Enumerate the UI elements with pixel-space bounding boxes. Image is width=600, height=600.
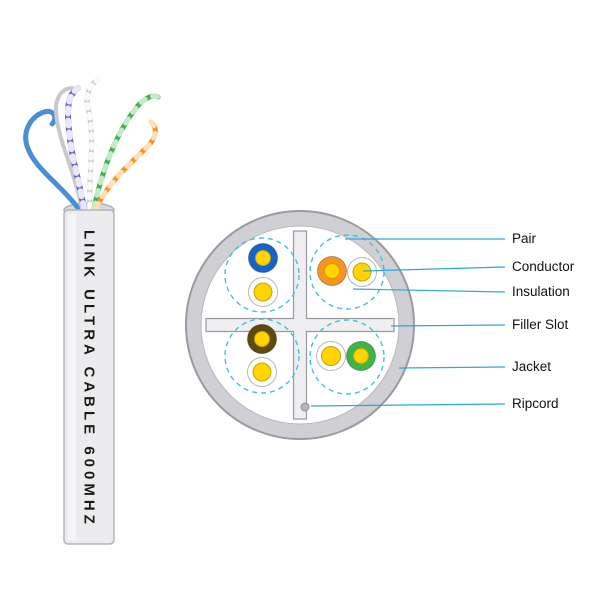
conductor-core	[254, 331, 270, 347]
leader-lines	[310, 238, 506, 407]
label-conductor: Conductor	[512, 259, 575, 274]
conductor-core	[253, 282, 273, 302]
label-filler-slot: Filler Slot	[512, 317, 569, 332]
filler-cross	[205, 230, 395, 420]
wire-gray-icon	[53, 86, 84, 210]
label-insulation: Insulation	[512, 284, 570, 299]
wire-green-twist-icon	[91, 93, 161, 211]
conductor-core	[255, 250, 271, 266]
conductor-core	[353, 348, 369, 364]
label-jacket: Jacket	[512, 359, 552, 374]
leader-line-conductor	[362, 266, 506, 272]
leader-line-ripcord	[310, 403, 506, 407]
wire-white-twist-icon	[84, 77, 101, 211]
leader-line-jacket	[398, 366, 506, 369]
conductor-core	[321, 346, 341, 366]
conductor-core	[324, 263, 340, 279]
conductors	[247, 243, 377, 387]
wire-purple-twist-icon	[64, 85, 87, 211]
leader-line-filler-slot	[390, 324, 506, 327]
leader-line-insulation	[352, 288, 506, 293]
pair-circle-top-right	[309, 234, 385, 310]
cable-body	[63, 209, 115, 545]
wire-bundle	[23, 77, 161, 211]
conductor-core	[252, 362, 272, 382]
cable-jacket-text: LINK ULTRA CABLE 600MHZ	[80, 230, 98, 528]
pair-circle-bottom-left	[224, 318, 300, 394]
cable-body-highlight	[68, 214, 76, 540]
ripcord-dot	[300, 402, 310, 412]
pair-circles	[224, 234, 385, 395]
conductor-core	[352, 262, 372, 282]
wire-orange-twist-icon	[93, 119, 158, 211]
wire-blue-icon	[23, 108, 81, 211]
label-pair: Pair	[512, 231, 537, 246]
pair-circle-bottom-right	[309, 319, 385, 395]
pair-circle-top-left	[224, 237, 300, 313]
label-ripcord: Ripcord	[512, 396, 559, 411]
